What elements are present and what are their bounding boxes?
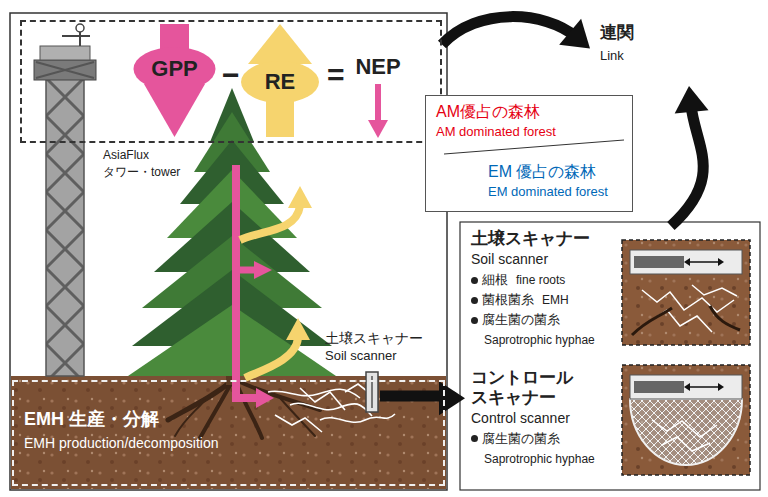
node-heading: 連関 — [600, 23, 634, 42]
text-row: EMH production/decomposition — [24, 431, 443, 456]
arrow-shaft — [671, 104, 703, 226]
control-scanner-legend: コントロール スキャナー Control scanner 腐生菌の菌糸 Saprotr… — [465, 366, 615, 481]
arrow-head — [675, 86, 709, 114]
node-heading: コントロール スキャナー — [471, 368, 583, 407]
soil — [11, 376, 446, 489]
node-text: EMH production/decomposition — [24, 435, 219, 451]
bullet — [471, 435, 478, 442]
node-heading: EMH 生産・分解 — [24, 409, 159, 429]
text-row: 土壌スキャナー — [471, 228, 755, 249]
control-scanner-image — [622, 365, 750, 475]
link-node: 連関 Link — [590, 18, 700, 86]
gpp-arrow: GPP — [132, 24, 221, 139]
bullet — [471, 317, 478, 324]
node-text: EMH — [542, 293, 569, 307]
carbon-flows — [236, 165, 312, 408]
soil-scanner-device — [366, 372, 447, 412]
text-row: 腐生菌の菌糸 — [471, 309, 755, 329]
node-heading: − — [222, 58, 240, 92]
label-text: 土壌スキャナー — [325, 330, 423, 348]
arrow-head — [439, 381, 465, 415]
soil-scanner-legend: 土壌スキャナー Soil scanner 細根 fine roots 菌根菌糸 EMH 腐生… — [465, 226, 755, 356]
text-row: コントロール スキャナー — [471, 368, 615, 408]
re-arrow: RE — [240, 24, 324, 139]
text-row: 連関 — [600, 22, 700, 43]
scanner-panel — [460, 222, 760, 490]
node-text: EM 優占の森林 — [488, 162, 596, 183]
node-text: Link — [600, 48, 624, 63]
node-text: 腐生菌の菌糸 — [482, 431, 560, 446]
node-text: 菌根菌糸 — [482, 292, 534, 307]
arrow-shaft — [442, 17, 576, 45]
node-text: = — [327, 58, 345, 92]
link-arrow — [671, 86, 709, 226]
label-text: Soil scanner — [325, 348, 397, 363]
node-heading: RE — [240, 69, 320, 95]
node-text: Soil scanner — [471, 251, 548, 267]
link-arrow — [439, 381, 465, 415]
flux-tower — [34, 24, 96, 376]
node-heading: NEP — [348, 54, 408, 80]
forest-type-box: AM優占の森林AM dominated forest EM 優占の森林EM dom… — [425, 95, 633, 212]
text-row: Soil scanner — [471, 249, 755, 269]
label-text: タワー・tower — [103, 164, 180, 181]
text-row: Saprotrophic hyphae — [471, 448, 615, 468]
text-row: 細根 fine roots — [471, 269, 755, 289]
text-row: Control scanner — [471, 408, 615, 428]
link-arrow — [442, 17, 590, 49]
text-row: 菌根菌糸 EMH — [471, 289, 755, 309]
node-heading: 土壌スキャナー — [471, 229, 590, 248]
bullet — [471, 297, 478, 304]
node-text: 腐生菌の菌糸 — [482, 312, 560, 327]
panel-outline — [10, 13, 447, 490]
text-row: 腐生菌の菌糸 — [471, 428, 615, 448]
roots — [168, 380, 320, 438]
node-heading: AM優占の森林 — [436, 102, 540, 123]
text-row: Link — [600, 43, 700, 69]
node-text: Control scanner — [471, 410, 570, 426]
label-text: AsiaFlux — [103, 148, 149, 162]
text-row: EMH 生産・分解 — [24, 408, 443, 431]
node-text: fine roots — [516, 273, 565, 287]
nep-arrow: NEP — [348, 54, 412, 140]
bullet — [471, 277, 478, 284]
text-row: Saprotrophic hyphae — [471, 329, 755, 349]
node-text: 細根 — [482, 272, 508, 287]
soil-texture — [11, 376, 446, 489]
node-text: Saprotrophic hyphae — [484, 452, 595, 466]
node-text: Saprotrophic hyphae — [484, 333, 595, 347]
node-text: AM dominated forest — [436, 124, 556, 139]
flux-box: − = GPP RE NEP — [20, 20, 442, 143]
node-heading: GPP — [132, 56, 217, 82]
soil-scanner-image — [622, 240, 750, 345]
arrow-head — [559, 19, 590, 49]
emh-box: EMH 生産・分解 EMH production/decomposition — [12, 380, 445, 486]
node-text: EM dominated forest — [488, 184, 608, 199]
